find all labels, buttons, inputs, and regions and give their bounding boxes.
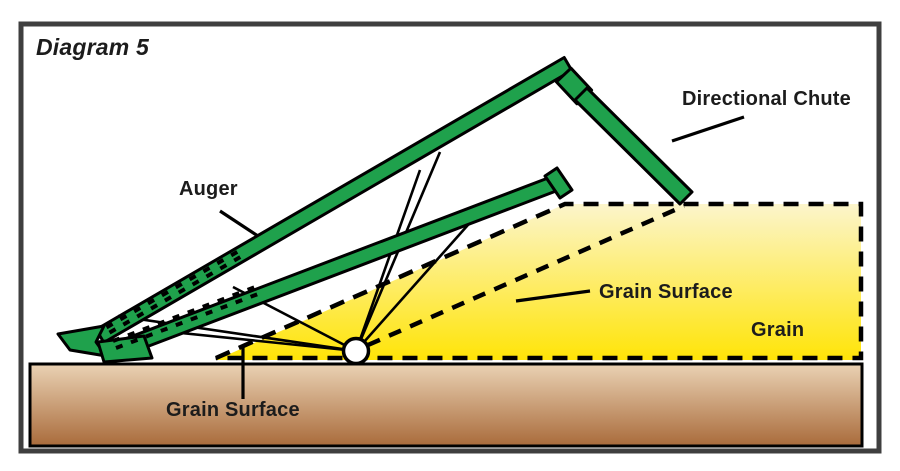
grain-surface-upper-label: Grain Surface	[599, 281, 733, 303]
grain-surface-upper-leader-line	[515, 289, 591, 303]
grain-pile	[216, 204, 861, 360]
auger-intake-lowered	[96, 334, 154, 364]
grain-surface-line-dashed	[367, 203, 685, 348]
grain-surface-lower-label: Grain Surface	[166, 399, 300, 421]
directional-chute-shape	[573, 86, 694, 206]
grain-label: Grain	[751, 319, 805, 341]
ground	[28, 362, 864, 448]
chute-leader-line	[671, 115, 745, 143]
auger-label: Auger	[179, 178, 238, 200]
directional-chute-label: Directional Chute	[682, 88, 851, 110]
grain-pile-outline-dashed	[215, 201, 864, 361]
auger-flighting-texture	[105, 247, 259, 350]
auger-spout-lowered	[543, 166, 574, 200]
pivot-circle	[341, 336, 371, 366]
diagram-title: Diagram 5	[36, 34, 150, 60]
diagram-frame	[18, 21, 882, 454]
